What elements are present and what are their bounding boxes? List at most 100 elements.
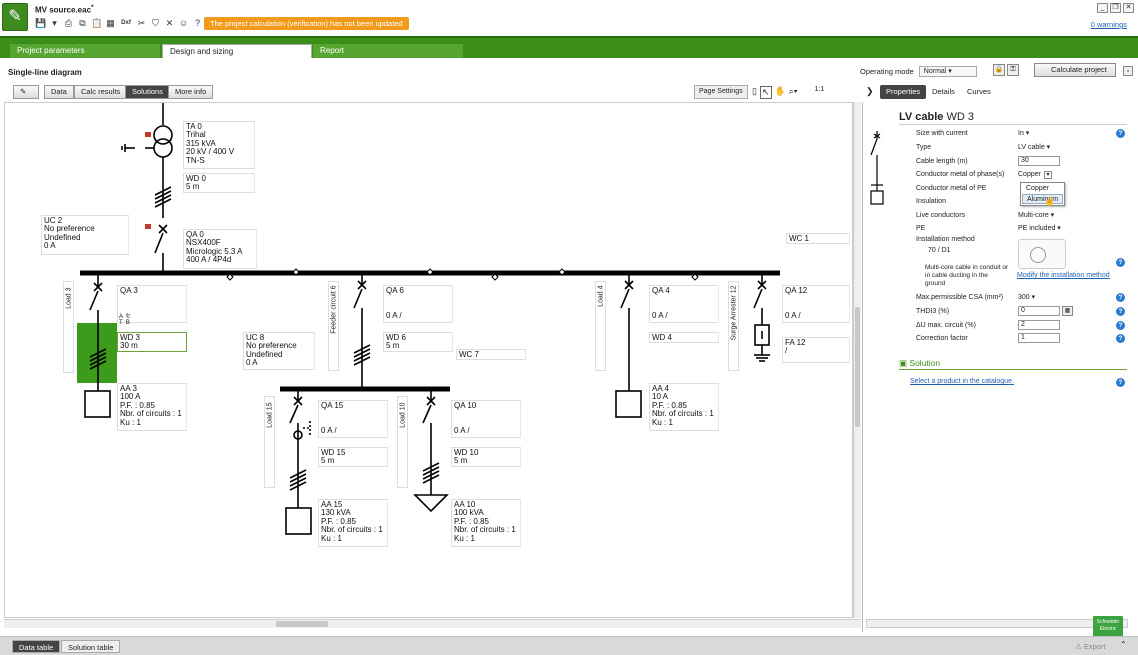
warnings-link[interactable]: 0 warnings — [1090, 20, 1127, 29]
qa15-label[interactable]: QA 15 0 A / — [318, 400, 388, 438]
paste-icon[interactable]: 📋 — [91, 18, 103, 28]
aa15-label[interactable]: AA 15 130 kVA P.F. : 0.85 Nbr. of circui… — [318, 499, 388, 547]
tab-data[interactable]: Data — [44, 85, 74, 99]
cable-type-select[interactable]: LV cable — [1018, 143, 1050, 152]
help-icon[interactable]: ? — [1116, 129, 1125, 138]
wd15-label[interactable]: WD 15 5 m — [318, 447, 388, 467]
help-max-csa-icon[interactable]: ? — [1116, 293, 1125, 302]
tab-design-and-sizing[interactable]: Design and sizing — [162, 44, 312, 58]
wd4-label[interactable]: WD 4 — [649, 332, 719, 343]
tab-data-table[interactable]: Data table — [12, 640, 61, 653]
zoom-icon[interactable]: ⌕▾ — [788, 86, 798, 96]
calculate-project-button[interactable]: Calculate project — [1034, 63, 1116, 77]
panel-horizontal-scrollbar[interactable] — [866, 619, 1128, 628]
calculation-warning-banner[interactable]: The project calculation (verification) h… — [204, 17, 409, 30]
wd0-label[interactable]: WD 0 5 m — [183, 173, 255, 193]
export-button[interactable]: ⚠ Export — [1075, 642, 1106, 651]
lock-icon[interactable]: 🔒 — [993, 64, 1005, 76]
tab-details[interactable]: Details — [932, 87, 955, 96]
bottom-bar: Data table Solution table ⚠ Export ⌃ — [0, 636, 1138, 655]
zoom-ratio[interactable]: 1:1 — [814, 86, 825, 93]
correction-factor-input[interactable]: 1 — [1018, 333, 1060, 343]
save-icon[interactable]: 💾 — [35, 18, 47, 28]
tab-report[interactable]: Report — [313, 44, 463, 58]
qa10-label[interactable]: QA 10 0 A / — [451, 400, 521, 438]
ta0-label[interactable]: TA 0 Trihal 315 kVA 20 kV / 400 V TN-S — [183, 121, 255, 169]
tab-solutions[interactable]: Solutions — [125, 85, 170, 99]
aa3-label[interactable]: AA 3 100 A P.F. : 0.85 Nbr. of circuits … — [117, 383, 187, 431]
option-copper[interactable]: Copper — [1026, 185, 1049, 192]
single-line-diagram-canvas[interactable]: TA 0 Trihal 315 kVA 20 kV / 400 V TN-S W… — [4, 102, 853, 618]
minimize-button[interactable]: _ — [1097, 3, 1108, 13]
print-icon[interactable]: ⎙ — [64, 18, 73, 28]
thdi-calc-icon[interactable]: ▦ — [1062, 306, 1073, 316]
diagram-horizontal-scrollbar[interactable] — [4, 619, 861, 628]
copy-icon[interactable]: ⧉ — [79, 18, 86, 28]
close-button[interactable]: ✕ — [1123, 3, 1134, 13]
diagram-vertical-scrollbar[interactable] — [853, 102, 861, 618]
option-aluminum[interactable]: Aluminum — [1022, 194, 1063, 204]
uc2-label[interactable]: UC 2 No preference Undefined 0 A — [41, 215, 129, 255]
tab-calc-results[interactable]: Calc results — [74, 85, 128, 99]
qa0-label[interactable]: QA 0 NSX400F Micrologic 5.3 A 400 A / 4P… — [183, 229, 257, 269]
cut-icon[interactable]: ✂ — [137, 18, 146, 28]
pan-icon[interactable]: ✋ — [774, 86, 786, 96]
tab-more-info[interactable]: More info — [168, 85, 214, 99]
qa12-label[interactable]: QA 12 0 A / — [782, 285, 850, 323]
edit-pencil-button[interactable]: ✎ ▾ — [13, 85, 39, 108]
export-excel-icon[interactable]: ▦ — [106, 18, 115, 28]
pe-select[interactable]: PE included — [1018, 224, 1061, 233]
help-installation-icon[interactable]: ? — [1116, 258, 1125, 267]
installation-code: 70 / D1 — [928, 247, 951, 254]
restore-button[interactable]: ❐ — [1110, 3, 1121, 13]
thdi3-input[interactable]: 0 — [1018, 306, 1060, 316]
prop-du-max-label: ΔU max. circuit (%) — [916, 322, 976, 329]
unlock-icon[interactable]: ⚿ — [1007, 64, 1019, 76]
tab-curves[interactable]: Curves — [967, 87, 991, 96]
collapse-panel-icon[interactable]: ❯ — [866, 86, 874, 96]
conductor-metal-dropdown[interactable]: Copper Aluminum — [1020, 182, 1065, 206]
wd3-label[interactable]: WD 3 30 m — [117, 332, 187, 352]
load-4-symbol — [615, 390, 642, 418]
help-correction-icon[interactable]: ? — [1116, 334, 1125, 343]
wc7-label[interactable]: WC 7 — [456, 349, 526, 360]
help-solution-icon[interactable]: ? — [1116, 378, 1125, 387]
panel-toggle-icon[interactable]: ▫ — [1123, 66, 1133, 76]
qa4-label[interactable]: QA 4 0 A / — [649, 285, 719, 323]
uc8-label[interactable]: UC 8 No preference Undefined 0 A — [243, 332, 315, 370]
cable-length-input[interactable]: 30 — [1018, 156, 1060, 166]
modify-installation-method-link[interactable]: Modify the installation method — [1017, 272, 1110, 279]
live-conductors-select[interactable]: Multi-core — [1018, 211, 1054, 220]
panel-divider[interactable] — [862, 102, 863, 632]
help-thdi-icon[interactable]: ? — [1116, 307, 1125, 316]
conductor-phase-select[interactable]: Copper▾ — [1018, 170, 1052, 179]
wc1-label[interactable]: WC 1 — [786, 233, 850, 244]
du-max-input[interactable]: 2 — [1018, 320, 1060, 330]
select-product-link[interactable]: Select a product in the catalogue. — [910, 378, 1014, 385]
dxf-icon[interactable]: Dxf — [121, 20, 131, 26]
dropdown-icon[interactable]: ▾ — [52, 18, 57, 28]
pointer-icon[interactable]: ↖ — [759, 86, 772, 99]
aa10-label[interactable]: AA 10 100 kVA P.F. : 0.85 Nbr. of circui… — [451, 499, 521, 547]
help-icon[interactable]: ? — [194, 18, 200, 28]
aa4-label[interactable]: AA 4 10 A P.F. : 0.85 Nbr. of circuits :… — [649, 383, 719, 431]
wd6-label[interactable]: WD 6 5 m — [383, 332, 453, 352]
installation-method-icon[interactable] — [1018, 239, 1066, 269]
tools-icon[interactable]: ✕ — [165, 18, 174, 28]
tab-solution-table[interactable]: Solution table — [61, 640, 121, 653]
expand-icon[interactable]: ⌃ — [1120, 640, 1127, 649]
operating-mode-select[interactable]: Normal — [918, 66, 977, 77]
tab-project-parameters[interactable]: Project parameters — [10, 44, 160, 58]
wd10-label[interactable]: WD 10 5 m — [451, 447, 521, 467]
shield-icon[interactable]: ⛉ — [152, 18, 159, 28]
help-du-icon[interactable]: ? — [1116, 321, 1125, 330]
user-icon[interactable]: ☺ — [178, 18, 189, 28]
qa3-label[interactable]: QA 3 — [117, 285, 187, 323]
size-with-current-select[interactable]: In — [1018, 129, 1029, 138]
tab-properties[interactable]: Properties — [880, 85, 927, 99]
fa12-label[interactable]: FA 12 / — [782, 337, 850, 363]
page-icon[interactable]: ▯ — [752, 86, 757, 96]
qa6-label[interactable]: QA 6 0 A / — [383, 285, 453, 323]
max-csa-select[interactable]: 300 — [1018, 293, 1035, 302]
page-settings-button[interactable]: Page Settings — [694, 85, 748, 99]
